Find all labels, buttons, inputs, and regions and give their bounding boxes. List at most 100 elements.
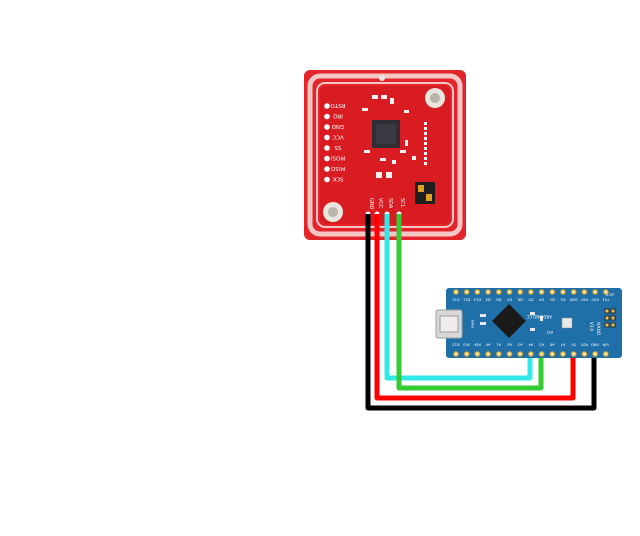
dip-toggle-1[interactable] [418, 185, 424, 192]
scl-wire [396, 214, 544, 391]
nano-pad-hole [497, 291, 500, 293]
nano-pin-label: VIN [602, 343, 609, 347]
pn532-pad-sck [324, 176, 330, 183]
icsp-header: ICSP [604, 293, 616, 328]
nano-pad-hole [604, 291, 607, 293]
icsp-pin [604, 315, 610, 321]
nano-pin-label: A0 [485, 343, 490, 347]
icsp-pin [610, 308, 616, 314]
pn532-pad-mosi [324, 155, 330, 162]
nano-pad-hole [519, 291, 522, 293]
gnd-wire [365, 214, 597, 411]
pn532-test-pad [424, 157, 427, 160]
nano-pad-hole [529, 291, 532, 293]
nano-pad-hole [455, 291, 457, 293]
nano-version: V3.0 [589, 322, 594, 332]
icsp-pin [604, 308, 610, 314]
pn532-pin-label: IRQ [332, 113, 342, 119]
nano-pin-label: D9 [485, 298, 491, 302]
nano-pad-hole [540, 291, 543, 293]
nano-name: NANO [595, 322, 601, 336]
pn532-test-pad [424, 137, 427, 140]
pn532-components [362, 95, 416, 178]
nano-pad-hole [551, 291, 554, 293]
wires [365, 214, 597, 411]
nano-pin-label: D6 [517, 298, 523, 302]
nano-board [446, 288, 622, 358]
nano-pin-label: REF [474, 343, 481, 347]
sda-wire [384, 214, 533, 381]
dip-toggle-2[interactable] [426, 194, 432, 201]
pn532-test-pad [424, 132, 427, 135]
nano-pin-label: 3V3 [463, 343, 470, 347]
pn532-chip-inner [376, 124, 396, 144]
nano-pad-hole [583, 353, 586, 355]
pn532-pin-label: SCK [332, 176, 343, 182]
pn532-test-pad [424, 142, 427, 145]
vcc-wire [374, 214, 576, 401]
nano-pad-hole [508, 353, 511, 355]
pn532-test-pad [424, 162, 427, 165]
nano-pin-label: A4 [528, 343, 533, 347]
nano-pad-hole [476, 291, 479, 293]
nano-pin-label: GND [569, 298, 577, 302]
mount-hole-top-right [425, 88, 445, 108]
nano-pad-hole [562, 353, 564, 355]
icsp-label: ICSP [606, 293, 614, 297]
nano-pad-hole [572, 353, 575, 355]
reset-button[interactable] [561, 317, 573, 329]
nano-pin-label: A6 [549, 343, 554, 347]
pn532-top-hole [379, 75, 385, 81]
nano-pin-label: A2 [507, 343, 512, 347]
usb-connector-inner [439, 315, 459, 333]
pn532-pin-label: GND [332, 123, 345, 129]
nano-pin-label: D3 [550, 298, 555, 302]
nano-pin-label: D5 [528, 298, 533, 302]
nano-pad-hole [529, 353, 532, 355]
pn532-pin-label: SS [334, 144, 341, 150]
nano-pad-hole [551, 353, 554, 355]
nano-pad-hole [519, 353, 522, 355]
pn532-pin-label: RSTO [330, 102, 346, 108]
nano-mcu-chip [492, 304, 526, 338]
nano-brand: ARDUINO.CC [526, 314, 552, 319]
nano-pin-label: A1 [496, 343, 501, 347]
nano-pad-hole [594, 353, 597, 355]
pn532-pad-gnd [324, 124, 330, 130]
nano-pad-hole [572, 291, 575, 293]
nano-pad-hole [465, 291, 468, 293]
pn532-bottom-pin-label: SDA [387, 198, 393, 209]
mount-hole-bottom-left [323, 202, 343, 222]
nano-pad-hole [465, 353, 468, 355]
nano-pad-hole [604, 353, 607, 355]
icsp-pin [610, 322, 616, 328]
nano-pad-hole [487, 291, 490, 293]
nano-pin-label: GND [591, 343, 599, 347]
nano-pin-label: A3 [518, 343, 523, 347]
icsp-pin [604, 322, 610, 328]
pn532-pin-label: MOSI [331, 155, 346, 161]
nano-pin-label: A7 [561, 343, 566, 347]
icsp-pin [610, 315, 616, 321]
pn532-test-pad [424, 127, 427, 130]
pn532-pin-label: VCC [332, 134, 344, 140]
nano-pad-hole [540, 353, 543, 355]
nano-pin-label: D10 [473, 298, 481, 302]
pn532-bottom-pin-label: VCC [377, 198, 383, 209]
nano-pin-label: RST [580, 343, 588, 347]
nano-pin-label: 5V [571, 343, 576, 347]
nano-pad-hole [594, 291, 597, 293]
nano-pad-hole [487, 353, 490, 355]
nano-pin-label: D7 [507, 298, 512, 302]
nano-pad-hole [508, 291, 511, 293]
pn532-pad-vcc [324, 134, 330, 141]
pn532-bottom-pin-label: GND [368, 198, 374, 210]
nano-components [480, 312, 543, 331]
pn532-pad-miso [324, 166, 330, 172]
nano-pad-hole [455, 353, 457, 355]
